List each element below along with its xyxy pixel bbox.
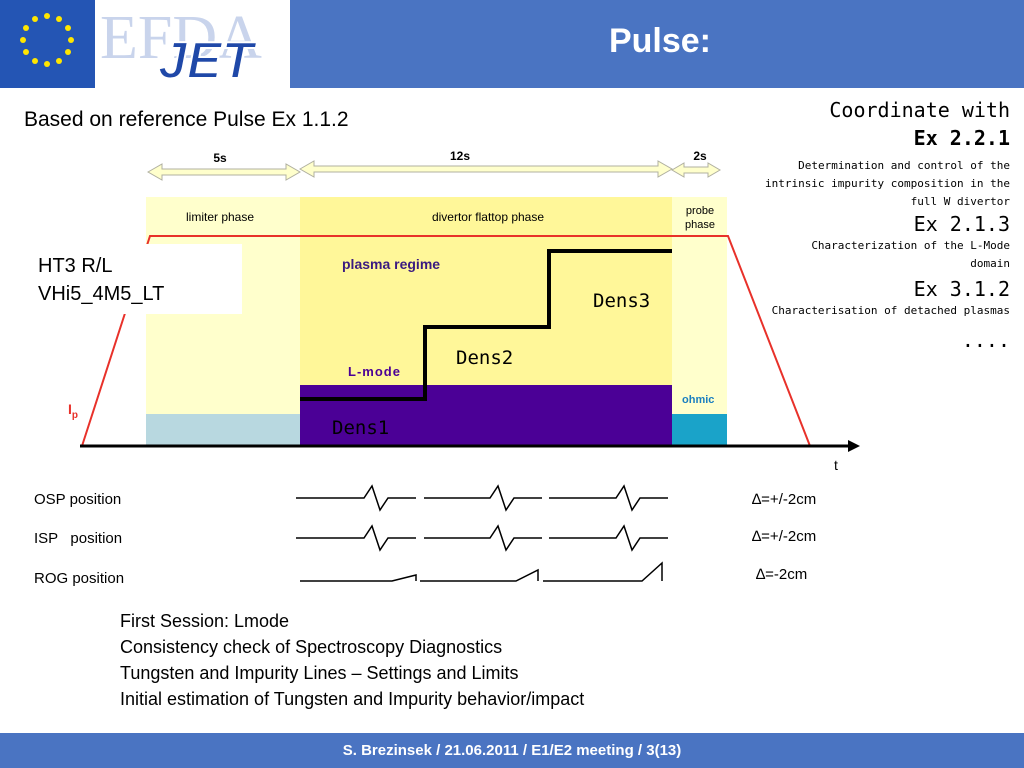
ip-label: Ip: [68, 401, 78, 421]
dens3-label: Dens3: [593, 290, 650, 312]
duration-label-2s: 2s: [693, 149, 707, 163]
logo-efda-text: EFDA: [100, 4, 262, 72]
time-axis-label: t: [834, 457, 838, 473]
rog-delta: ∆=-2cm: [756, 566, 808, 583]
lmode-region: [300, 385, 672, 446]
item-desc: Determination and control of the: [798, 159, 1010, 172]
item-desc: Characterization of the L-Mode: [811, 239, 1010, 252]
duration-arrow-12s: [298, 160, 674, 178]
item-desc: intrinsic impurity composition in the: [764, 177, 1010, 190]
coordinate-item-2: Ex 2.1.3 Characterization of the L-Mode …: [720, 211, 1010, 273]
session-line: First Session: Lmode: [120, 611, 290, 631]
divertor-phase-label: divertor flattop phase: [432, 210, 544, 224]
dens2-label: Dens2: [456, 347, 513, 369]
isp-position-label: ISP position: [34, 530, 123, 547]
item-code: Ex 3.1.2: [913, 277, 1010, 301]
osp-wave-segment: [549, 484, 668, 512]
duration-label-12s: 12s: [450, 149, 470, 163]
ht3-box: HT3 R/L VHi5_4M5_LT: [30, 244, 242, 314]
ip-trapezoid-line: [81, 235, 811, 447]
osp-delta: ∆=+/-2cm: [752, 491, 817, 508]
density-step-line: [300, 249, 672, 401]
time-axis-arrow-icon: [848, 440, 860, 452]
reference-pulse-text: Based on reference Pulse Ex 1.1.2: [24, 108, 349, 131]
isp-wave-segment: [296, 524, 416, 552]
plasma-regime-label: plasma regime: [342, 256, 440, 272]
duration-arrow-2s: [671, 162, 721, 178]
ohmic-label: ohmic: [682, 394, 714, 406]
isp-wave-segment: [549, 524, 668, 552]
item-desc: full W divertor: [910, 195, 1010, 208]
item-desc: Characterisation of detached plasmas: [771, 304, 1010, 317]
eu-stars-icon: [20, 13, 74, 67]
coordinate-heading: Coordinate with Ex 2.2.1: [720, 96, 1010, 152]
logo-graphic: EFDA JET: [0, 0, 262, 91]
divertor-phase-region: [300, 197, 672, 385]
dens1-label: Dens1: [332, 417, 389, 439]
duration-arrow-5s: [146, 163, 302, 181]
session-line: Consistency check of Spectroscopy Diagno…: [120, 637, 503, 657]
isp-wave-segment: [424, 524, 542, 552]
lmode-label: L-mode: [348, 364, 401, 379]
osp-position-label: OSP position: [34, 491, 122, 508]
probe-phase-label-2: phase: [685, 219, 715, 231]
osp-wave-segment: [424, 484, 542, 512]
session-line: Initial estimation of Tungsten and Impur…: [120, 689, 585, 709]
session-list: First Session: Lmode Consistency check o…: [120, 608, 584, 712]
footer-bar: [0, 733, 1024, 768]
ohmic-region: [672, 414, 727, 446]
coordinate-item-1: Determination and control of the intrins…: [720, 157, 1010, 211]
isp-delta: ∆=+/-2cm: [752, 528, 817, 545]
efda-jet-logo: EFDA JET: [0, 0, 290, 91]
ht3-line2: VHi5_4M5_LT: [38, 283, 165, 305]
osp-wave-segment: [296, 484, 416, 512]
limiter-base-region: [146, 414, 300, 446]
duration-label-5s: 5s: [213, 151, 227, 165]
page-title: Pulse:: [608, 22, 712, 60]
rog-ramp-segment: [420, 568, 539, 582]
footer-text: S. Brezinsek / 21.06.2011 / E1/E2 meetin…: [342, 742, 682, 759]
coordinate-heading-line1: Coordinate with: [829, 98, 1010, 122]
logo-jet-text: JET: [158, 32, 258, 88]
limiter-phase-label: limiter phase: [186, 210, 254, 224]
coordinate-ellipsis: ....: [961, 328, 1010, 352]
ht3-line1: HT3 R/L: [38, 255, 113, 277]
coordinate-heading-line2: Ex 2.2.1: [913, 126, 1010, 150]
item-code: Ex 2.1.3: [913, 212, 1010, 236]
item-desc: domain: [970, 257, 1010, 270]
rog-ramp-segment: [300, 574, 417, 582]
probe-phase-region: [672, 197, 727, 414]
session-line: Tungsten and Impurity Lines – Settings a…: [120, 663, 519, 683]
rog-ramp-segment: [543, 561, 663, 582]
probe-phase-label-1: probe: [686, 205, 714, 217]
coordinate-item-3: Ex 3.1.2 Characterisation of detached pl…: [720, 276, 1010, 320]
pulse-diagram: 5s 12s 2s limiter phase divertor flattop…: [68, 149, 860, 582]
rog-position-label: ROG position: [34, 570, 125, 587]
